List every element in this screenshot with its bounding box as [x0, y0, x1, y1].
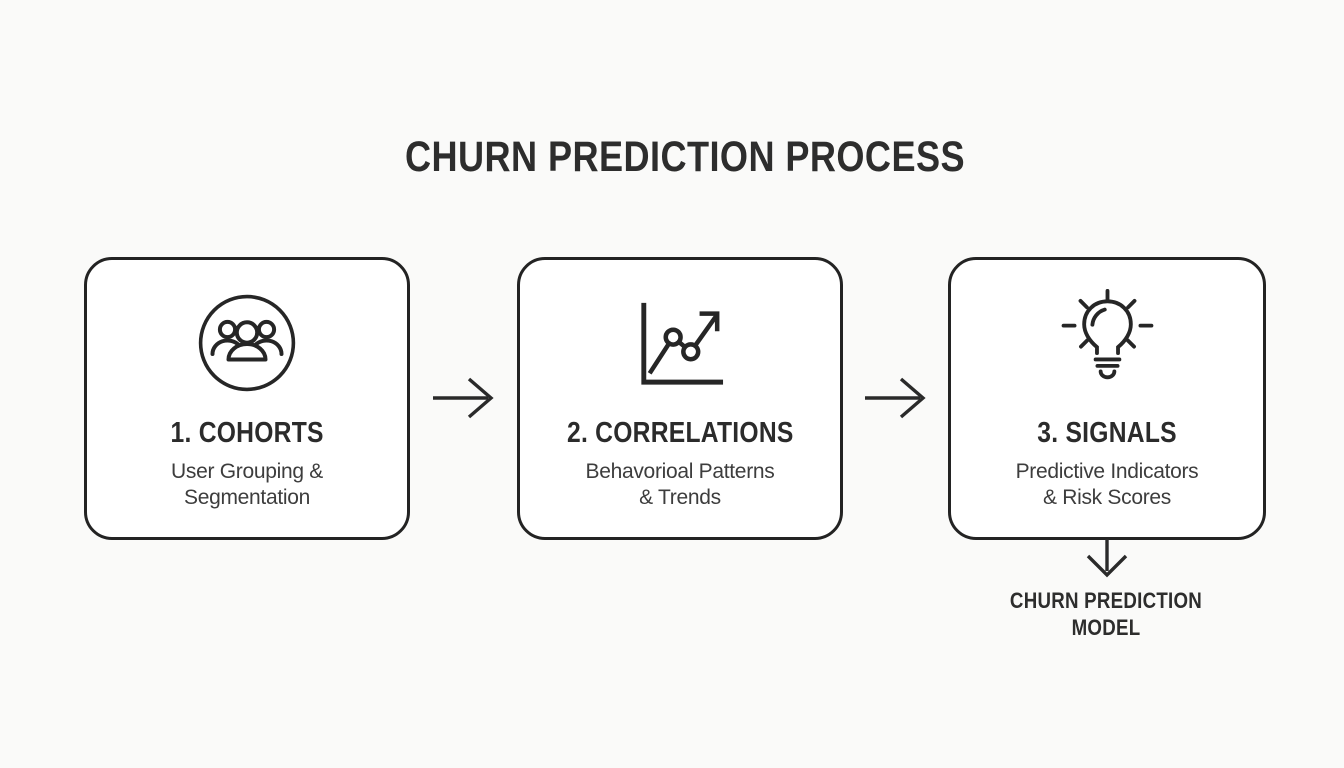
step-description-line2: Segmentation: [184, 486, 310, 509]
output-model-label: CHURN PREDICTION MODEL: [979, 587, 1234, 641]
users-group-icon: [198, 294, 296, 391]
step-description: Predictive Indicators & Risk Scores: [1016, 459, 1199, 511]
step-description-line1: User Grouping &: [171, 460, 323, 483]
step-box-cohorts: 1. COHORTS User Grouping & Segmentation: [84, 257, 410, 540]
step-box-correlations: 2. CORRELATIONS Behavorioal Patterns & T…: [517, 257, 843, 540]
trend-chart-icon: [641, 302, 724, 385]
output-model-label-line2: MODEL: [1071, 615, 1141, 640]
flow-arrow-down-icon: [1086, 539, 1128, 578]
lightbulb-icon: [1061, 288, 1153, 379]
step-description-line1: Behavorioal Patterns: [585, 460, 775, 483]
step-label: 1. COHORTS: [170, 417, 324, 449]
step-icon-slot: [635, 290, 725, 395]
output-model-label-line1: CHURN PREDICTION: [1009, 588, 1203, 613]
flow-arrow-right-icon: [433, 377, 494, 419]
step-description: User Grouping & Segmentation: [171, 459, 323, 511]
page-title: CHURN PREDICTION PROCESS: [405, 133, 965, 181]
step-icon-slot: [197, 290, 297, 395]
step-label: 2. CORRELATIONS: [566, 417, 794, 449]
step-description-line2: & Risk Scores: [1043, 486, 1171, 509]
step-label: 3. SIGNALS: [1037, 417, 1177, 449]
step-description: Behavorioal Patterns & Trends: [586, 459, 775, 511]
step-box-signals: 3. SIGNALS Predictive Indicators & Risk …: [948, 257, 1266, 540]
flow-arrow-right-icon: [865, 377, 926, 419]
step-description-line1: Predictive Indicators: [1015, 460, 1199, 483]
step-description-line2: & Trends: [639, 486, 721, 509]
step-icon-slot: [1057, 288, 1158, 395]
